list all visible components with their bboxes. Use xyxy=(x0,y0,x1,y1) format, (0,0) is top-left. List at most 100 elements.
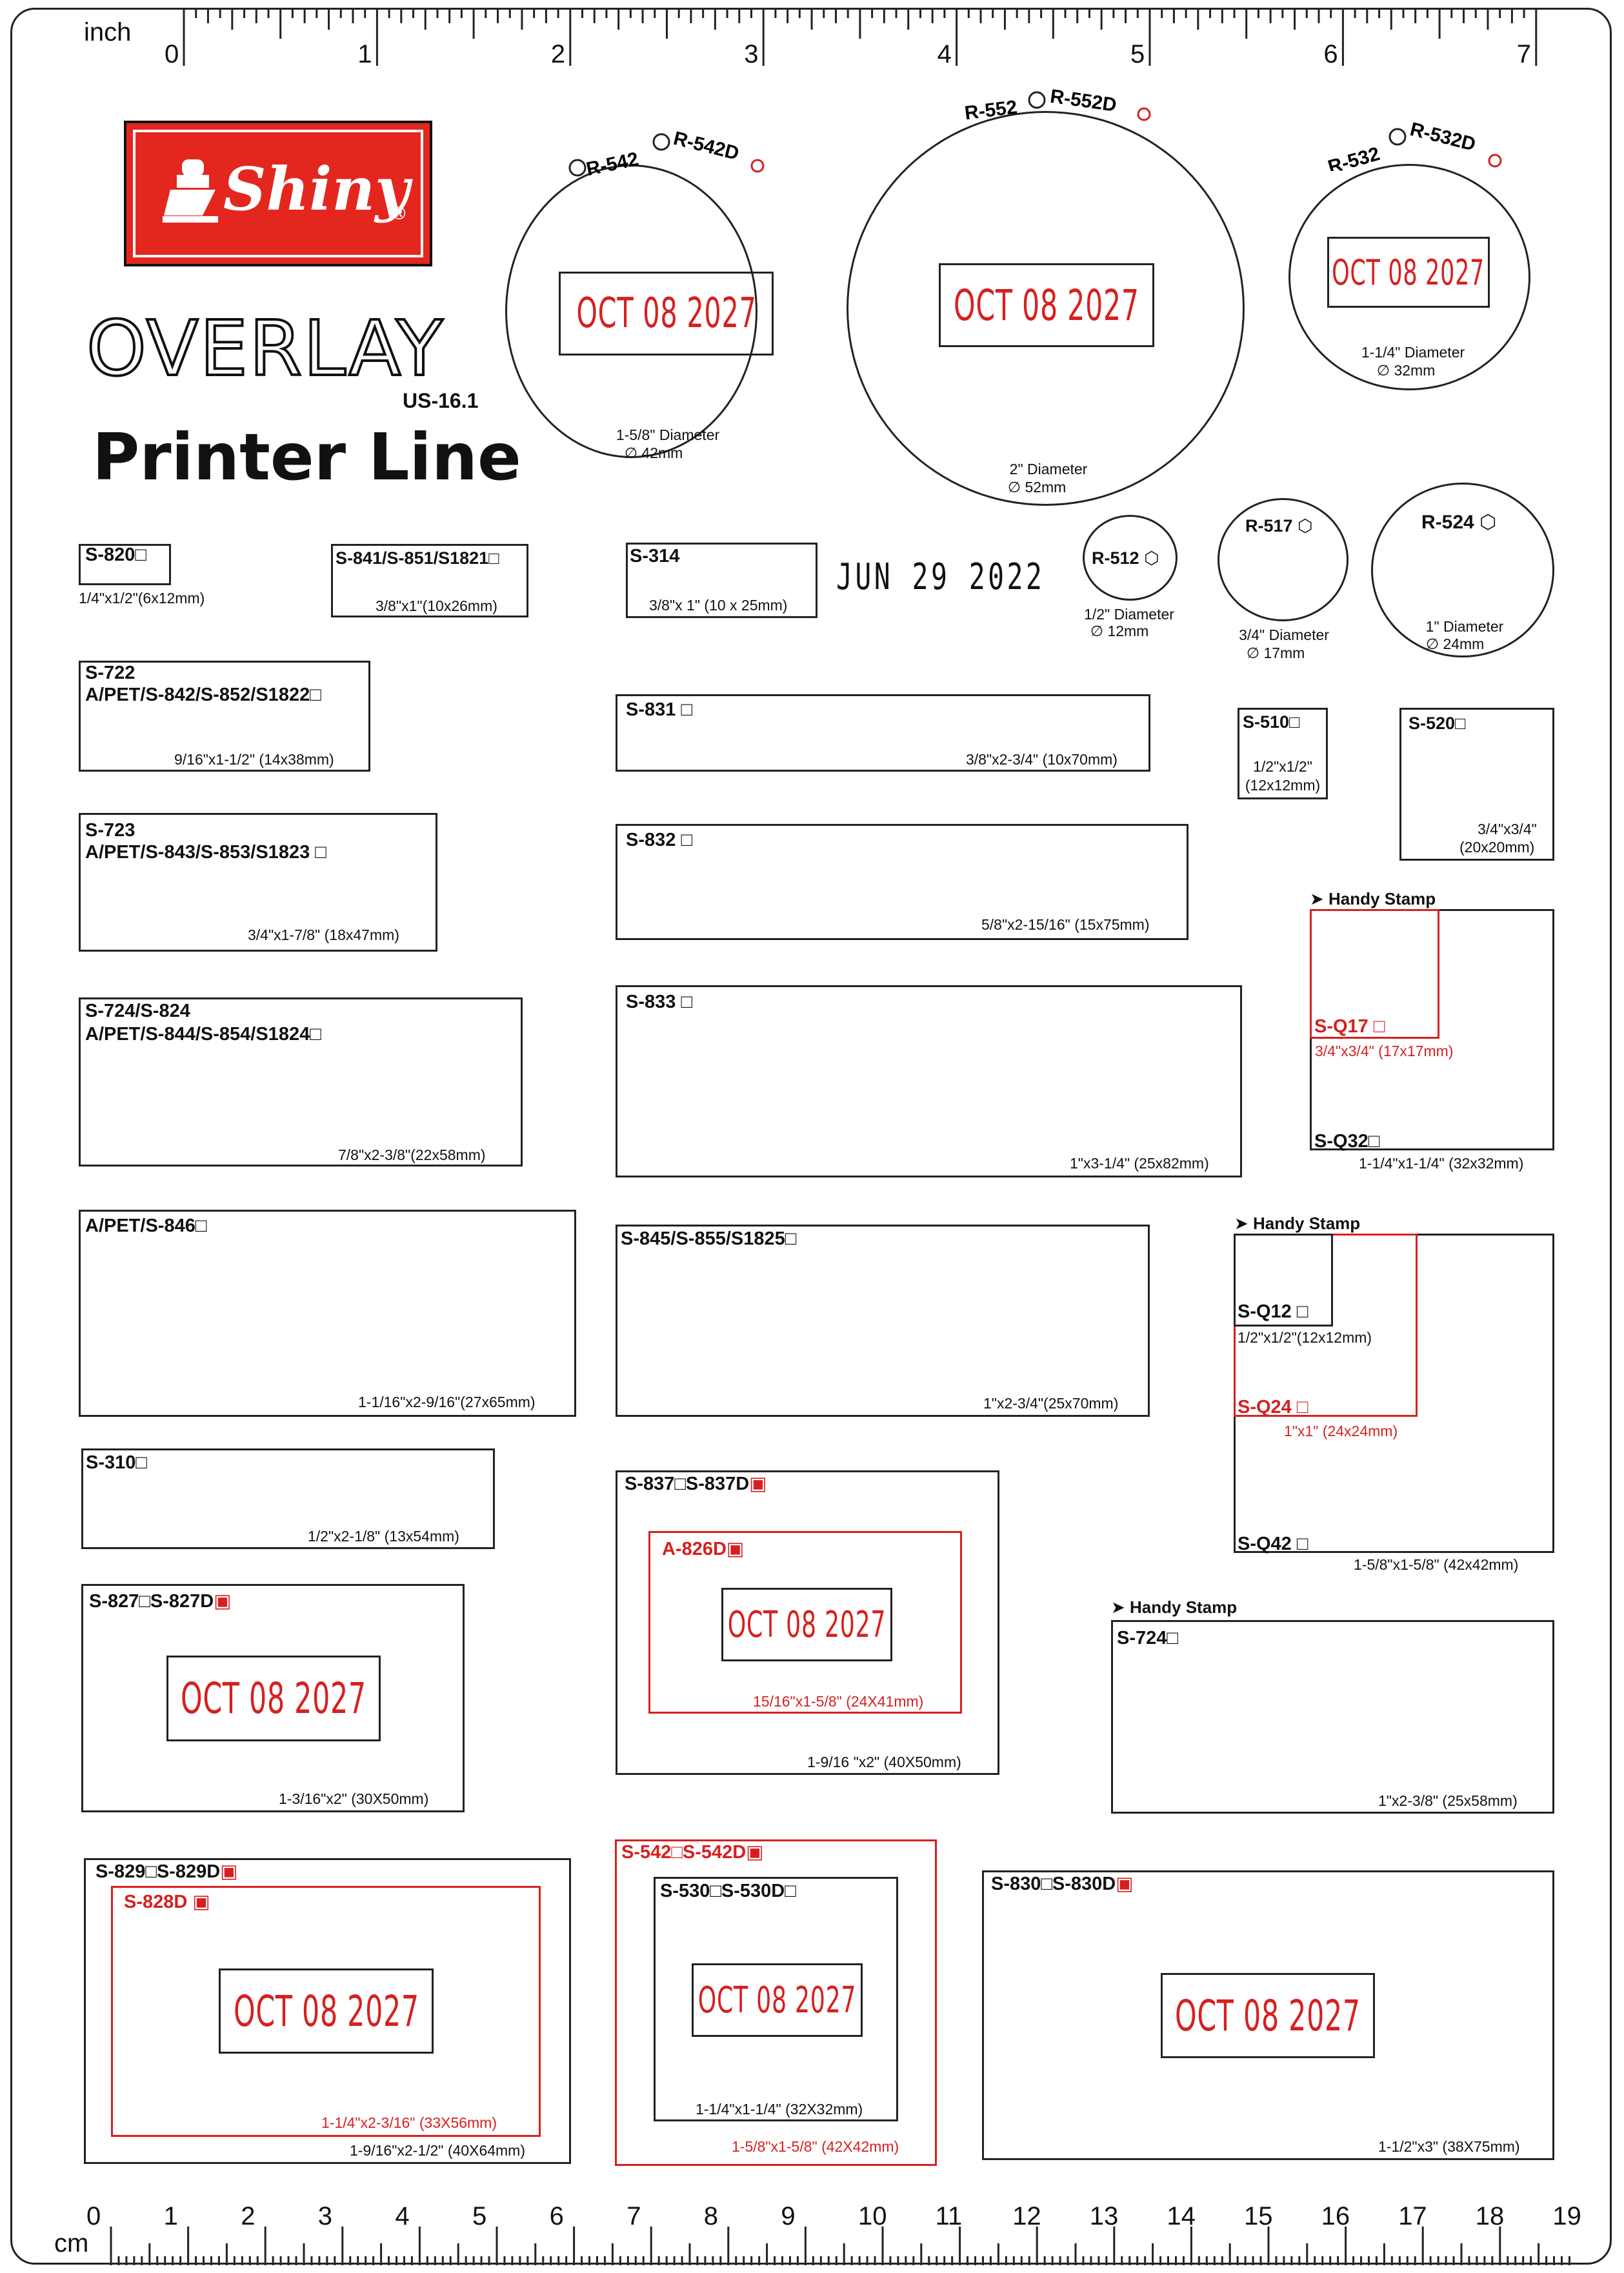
r532-diameter: 1-1/4" Diameter xyxy=(1361,344,1465,361)
overlay-code: US-16.1 xyxy=(403,389,479,412)
inch-label: 1 xyxy=(357,40,372,68)
handy-stamp-title-2: ➤ Handy Stamp xyxy=(1234,1214,1361,1233)
cm-label: 16 xyxy=(1321,2202,1350,2230)
a826-size: 15/16"x1-5/8" (24X41mm) xyxy=(753,1693,924,1710)
box-s837 xyxy=(616,1470,999,1775)
cm-label: 1 xyxy=(163,2202,178,2230)
box-s833 xyxy=(616,985,1242,1177)
s833-size: 1"x3-1/4" (25x82mm) xyxy=(1070,1155,1209,1172)
cm-label: 7 xyxy=(627,2202,641,2230)
s724-label-2: A/PET/S-844/S-854/S1824□ xyxy=(85,1024,321,1045)
r517-mm: ∅ 17mm xyxy=(1247,645,1305,661)
s723-label-1: S-723 xyxy=(85,820,135,841)
s542-size: 1-5/8"x1-5/8" (42X42mm) xyxy=(732,2138,899,2155)
s820-label: S-820□ xyxy=(85,545,146,565)
sq42-size: 1-5/8"x1-5/8" (42x42mm) xyxy=(1354,1556,1519,1573)
inch-label: 6 xyxy=(1323,40,1338,68)
a826-label: A-826D▣ xyxy=(662,1539,745,1559)
s831-size: 3/8"x2-3/4" (10x70mm) xyxy=(966,751,1118,768)
s837-size: 1-9/16 "x2" (40X50mm) xyxy=(807,1754,961,1770)
r552-mm: ∅ 52mm xyxy=(1008,479,1067,496)
circle-r532 xyxy=(1288,164,1530,390)
handy-s724-size: 1"x2-3/8" (25x58mm) xyxy=(1378,1792,1518,1809)
handy-stamp-title-3: ➤ Handy Stamp xyxy=(1111,1597,1238,1617)
s530-size: 1-1/4"x1-1/4" (32X32mm) xyxy=(696,2101,863,2118)
r524-diameter: 1" Diameter xyxy=(1425,618,1504,635)
ruler-unit-inch: inch xyxy=(84,18,132,46)
date-text: OCT 08 2027 xyxy=(576,290,757,337)
r524-mm: ∅ 24mm xyxy=(1426,636,1485,652)
stamp-icon xyxy=(163,159,218,223)
date-r532: OCT 08 2027 xyxy=(1327,237,1490,308)
printer-line-title: Printer Line xyxy=(92,419,521,495)
s722-size: 9/16"x1-1/2" (14x38mm) xyxy=(174,751,334,768)
s310-size: 1/2"x2-1/8" (13x54mm) xyxy=(308,1528,459,1545)
inch-label: 7 xyxy=(1516,40,1532,68)
s833-label: S-833 □ xyxy=(626,992,692,1012)
s830-size: 1-1/2"x3" (38X75mm) xyxy=(1378,2138,1520,2155)
s831-label: S-831 □ xyxy=(626,699,692,720)
cm-label: 0 xyxy=(86,2202,101,2230)
r542-label: R-542 xyxy=(585,148,641,180)
s841-label: S-841/S-851/S1821□ xyxy=(336,548,499,568)
s510-label: S-510□ xyxy=(1243,712,1300,732)
box-s828 xyxy=(111,1886,541,2137)
cm-label: 2 xyxy=(241,2202,256,2230)
box-s829 xyxy=(84,1858,571,2164)
s837-label: S-837□S-837D▣ xyxy=(625,1474,767,1494)
cm-label: 9 xyxy=(781,2202,796,2230)
box-s510 xyxy=(1238,708,1328,799)
box-s722 xyxy=(79,661,370,772)
date-s530: OCT 08 2027 xyxy=(692,1963,863,2037)
r512-mm: ∅ 12mm xyxy=(1090,623,1149,639)
r532d-label: R-532D xyxy=(1408,119,1478,155)
s846-size: 1-1/16"x2-9/16"(27x65mm) xyxy=(358,1394,536,1410)
cm-label: 11 xyxy=(935,2202,963,2230)
s520-size-2: (20x20mm) xyxy=(1459,839,1535,856)
ruler-unit-cm: cm xyxy=(54,2229,89,2258)
s530-label: S-530□S-530D□ xyxy=(660,1881,796,1901)
date-s828: OCT 08 2027 xyxy=(219,1968,434,2054)
cm-label: 15 xyxy=(1244,2202,1273,2230)
s845-label: S-845/S-855/S1825□ xyxy=(621,1228,797,1249)
cm-label: 10 xyxy=(858,2202,887,2230)
cm-label: 8 xyxy=(703,2202,719,2230)
box-handy-s724 xyxy=(1111,1620,1554,1814)
inch-label: 2 xyxy=(550,40,566,68)
cm-label: 6 xyxy=(549,2202,564,2230)
handy-s724-label: S-724□ xyxy=(1117,1628,1178,1648)
circle-r532-caption: R-532 R-532D xyxy=(1326,119,1502,171)
circle-r512 xyxy=(1083,515,1178,601)
s722-label-1: S-722 xyxy=(85,663,135,683)
sq42-label: S-Q42 □ xyxy=(1238,1534,1308,1554)
s542-label: S-542□S-542D▣ xyxy=(621,1842,764,1863)
box-s520 xyxy=(1399,708,1554,861)
r542-mm: ∅ 42mm xyxy=(625,445,683,461)
cm-label: 5 xyxy=(472,2202,487,2230)
r517-diameter: 3/4" Diameter xyxy=(1239,626,1329,643)
inch-label: 4 xyxy=(937,40,952,68)
s314-size: 3/8"x 1" (10 x 25mm) xyxy=(649,597,788,614)
r512-label: R-512 ⬡ xyxy=(1092,548,1159,568)
s832-label: S-832 □ xyxy=(626,830,692,850)
handy-stamp-title-1: ➤ Handy Stamp xyxy=(1310,889,1436,908)
r512-diameter: 1/2" Diameter xyxy=(1084,606,1174,623)
s510-size-2: (12x12mm) xyxy=(1245,777,1321,794)
circle-r552 xyxy=(847,111,1245,506)
box-s845 xyxy=(616,1225,1150,1417)
date-r552: OCT 08 2027 xyxy=(939,263,1154,347)
circle-r524 xyxy=(1371,483,1554,657)
box-s827 xyxy=(81,1584,465,1812)
s828-size: 1-1/4"x2-3/16" (33X56mm) xyxy=(321,2114,497,2131)
s724-label-1: S-724/S-824 xyxy=(85,1001,190,1021)
s722-label-2: A/PET/S-842/S-852/S1822□ xyxy=(85,685,321,705)
cm-ruler xyxy=(110,2227,1570,2265)
box-s830 xyxy=(982,1870,1554,2160)
box-s723 xyxy=(79,813,437,952)
box-s846 xyxy=(79,1210,576,1417)
sq32-size: 1-1/4"x1-1/4" (32x32mm) xyxy=(1359,1155,1524,1172)
s846-label: A/PET/S-846□ xyxy=(85,1216,207,1236)
cm-label: 19 xyxy=(1552,2202,1581,2230)
date-s830: OCT 08 2027 xyxy=(1161,1973,1375,2058)
sq12-label: S-Q12 □ xyxy=(1238,1301,1308,1322)
